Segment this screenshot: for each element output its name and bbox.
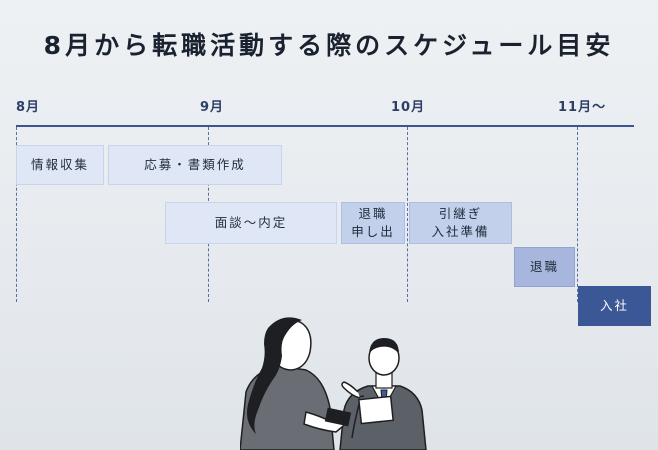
task-information-gathering: 情報収集	[16, 145, 104, 185]
timeline-divider-november	[577, 127, 578, 302]
task-interview-offer: 面談～内定	[165, 202, 337, 244]
month-label-august: 8月	[16, 100, 41, 115]
task-joining: 入社	[578, 286, 651, 326]
month-label-september: 9月	[200, 100, 225, 115]
timeline-axis	[16, 125, 634, 127]
timeline-divider-october	[407, 127, 408, 302]
task-resignation-notice: 退職 申し出	[341, 202, 405, 244]
consultation-illustration	[240, 317, 427, 450]
task-application-documents: 応募・書類作成	[108, 145, 282, 185]
timeline-divider-august	[16, 127, 17, 302]
month-label-november: 11月～	[558, 100, 607, 115]
task-resignation: 退職	[514, 247, 575, 287]
page-title: 8月から転職活動する際のスケジュール目安	[43, 31, 615, 60]
task-handover-preparation: 引継ぎ 入社準備	[409, 202, 512, 244]
month-label-october: 10月	[391, 100, 426, 115]
